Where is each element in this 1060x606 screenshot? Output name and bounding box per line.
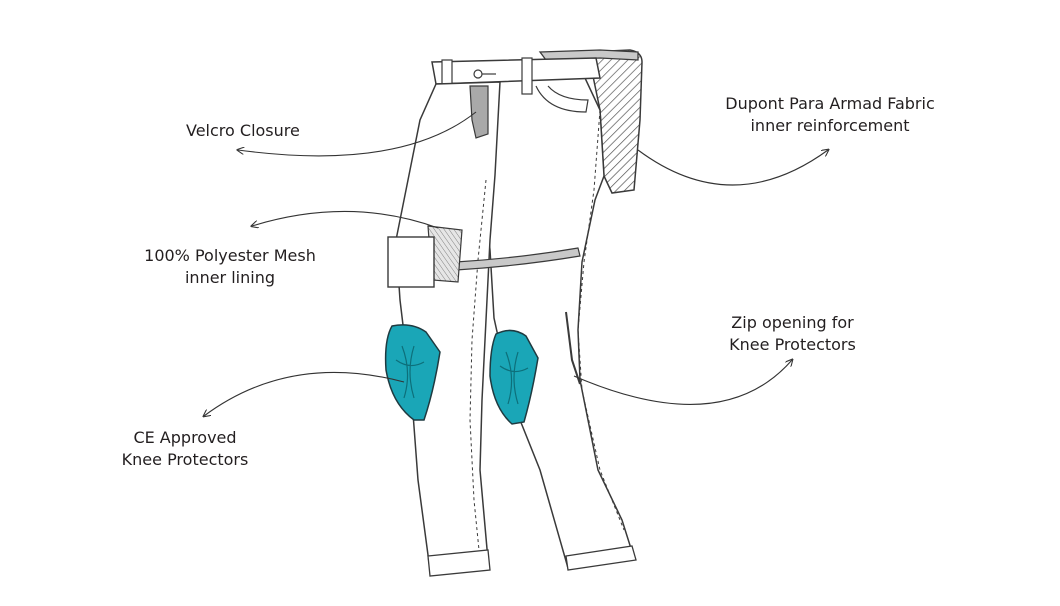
velcro-closure-label: Velcro Closure — [186, 120, 300, 142]
waistband — [431, 57, 601, 85]
zip-label-line2: Knee Protectors — [729, 335, 856, 354]
ce-label-line2: Knee Protectors — [121, 450, 249, 469]
left-hem — [427, 549, 491, 577]
front-pocket — [535, 85, 589, 113]
lining-flap — [387, 236, 435, 288]
knee-zip-band — [455, 247, 581, 271]
knee-protector-left — [384, 324, 441, 421]
right-leg-side-seam — [577, 109, 625, 531]
ce-leader — [204, 371, 405, 416]
mesh-lining-label: 100% Polyester Mesh inner lining — [130, 245, 330, 289]
dupont-leader — [637, 150, 828, 186]
dupont-label-line1: Dupont Para Armad Fabric — [725, 94, 935, 113]
belt-loop-left — [441, 59, 453, 85]
velcro-flap — [469, 85, 489, 139]
side-zip — [565, 311, 581, 385]
left-leg-inseam — [469, 179, 487, 561]
zip-leader — [573, 360, 792, 405]
zip-opening-label: Zip opening for Knee Protectors — [705, 312, 880, 356]
dupont-label-line2: inner reinforcement — [750, 116, 910, 135]
mesh-leader — [252, 210, 439, 229]
right-hem — [565, 545, 637, 571]
dupont-reinforcement-label: Dupont Para Armad Fabric inner reinforce… — [700, 93, 960, 137]
mesh-label-line1: 100% Polyester Mesh — [144, 246, 316, 265]
reinforcement-panel — [587, 49, 643, 194]
belt-loop-center — [521, 57, 533, 95]
mesh-label-line2: inner lining — [184, 268, 275, 287]
ce-label-line1: CE Approved — [133, 428, 237, 447]
waist-button — [473, 69, 483, 79]
ce-protector-label: CE Approved Knee Protectors — [100, 427, 270, 471]
velcro-leader — [238, 111, 477, 157]
velcro-label-line1: Velcro Closure — [186, 121, 300, 140]
zip-label-line1: Zip opening for — [731, 313, 854, 332]
